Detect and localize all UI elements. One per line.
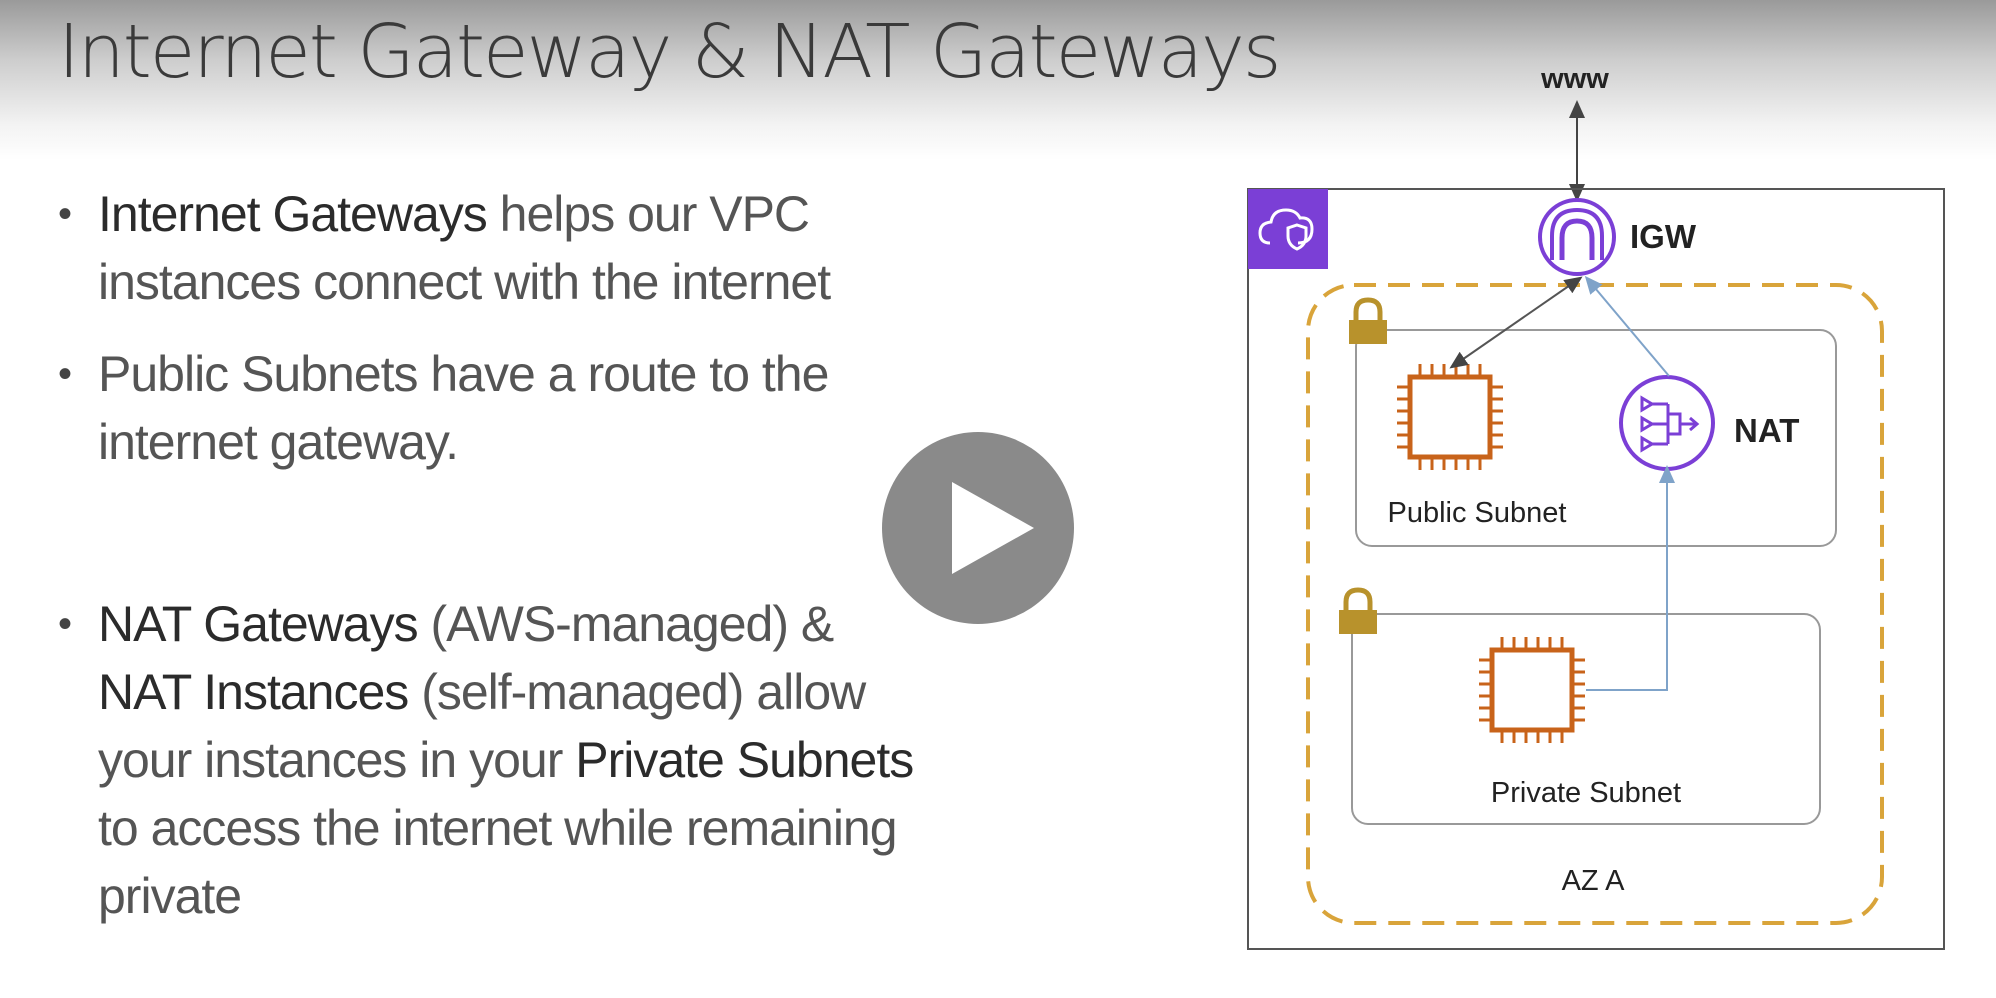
bullet-emphasis: NAT Gateways <box>98 596 419 652</box>
nat-igw-arrow <box>1584 275 1670 377</box>
vpc-boundary <box>1247 188 1945 950</box>
slide-title: Internet Gateway & NAT Gateways <box>58 9 1281 95</box>
private-subnet-box <box>1351 613 1821 825</box>
bullet-segment: internet gateway. <box>98 414 459 470</box>
bullet-segment: helps our VPC <box>486 186 810 242</box>
bullet-line: NAT Gateways (AWS-managed) & <box>98 590 1108 658</box>
igw-label: IGW <box>1630 218 1697 255</box>
padlock-icon <box>1349 297 1387 344</box>
bullet-emphasis: Internet Gateways <box>98 186 488 242</box>
bullet-emphasis: Private Subnets <box>575 732 914 788</box>
bullet-line: internet gateway. <box>98 408 1108 476</box>
bullet-segment: your instances in your <box>98 732 576 788</box>
bullet-line: Public Subnets have a route to the <box>98 340 1108 408</box>
az-label: AZ A <box>1562 865 1626 897</box>
ec2-chip-icon <box>1397 364 1503 470</box>
bullet-dot: • <box>58 192 72 236</box>
bullet-line: Internet Gateways helps our VPC <box>98 180 1108 248</box>
bullet-text: Internet Gateways helps our VPC instances… <box>98 180 1108 316</box>
bullet-public-subnets: • Public Subnets have a route to the inte… <box>56 340 1108 476</box>
bullet-nat-gateways: • NAT Gateways (AWS-managed) &NAT Instan… <box>56 590 1108 930</box>
bullet-segment: (self-managed) allow <box>408 664 866 720</box>
bullet-text: NAT Gateways (AWS-managed) &NAT Instance… <box>98 590 1108 930</box>
bullet-dot: • <box>58 352 72 396</box>
bullet-segment: (AWS-managed) & <box>417 596 834 652</box>
bullet-segment: instances connect with the internet <box>98 254 831 310</box>
public-subnet-box <box>1355 329 1837 547</box>
play-button[interactable] <box>882 432 1074 624</box>
ec2-chip-icon <box>1479 637 1585 743</box>
bullet-text: Public Subnets have a route to the intern… <box>98 340 1108 476</box>
www-label: www <box>1540 63 1609 95</box>
bullet-segment: to access the internet while remaining <box>98 800 898 856</box>
play-icon <box>952 482 1034 574</box>
bullet-line: private <box>98 862 1108 930</box>
az-boundary <box>1306 283 1884 925</box>
bullet-emphasis: NAT Instances <box>98 664 409 720</box>
bullet-line: NAT Instances (self-managed) allow <box>98 658 1108 726</box>
bullet-line: to access the internet while remaining <box>98 794 1108 862</box>
private-nat-arrow <box>1586 465 1675 691</box>
bullet-dot: • <box>58 602 72 646</box>
public-subnet-label: Public Subnet <box>1388 497 1567 529</box>
padlock-icon <box>1339 587 1377 634</box>
bullet-segment: Public Subnets have a route to the <box>98 346 829 402</box>
internet-gateway-icon <box>1538 198 1616 276</box>
bullet-segment: private <box>98 868 242 924</box>
bullet-line: your instances in your Private Subnets <box>98 726 1108 794</box>
vpc-cloud-icon <box>1248 189 1328 269</box>
bullet-line: instances connect with the internet <box>98 248 1108 316</box>
private-subnet-label: Private Subnet <box>1491 777 1681 809</box>
bullet-internet-gateways: • Internet Gateways helps our VPC instanc… <box>56 180 1108 316</box>
nat-gateway-icon <box>1619 375 1715 471</box>
nat-label: NAT <box>1734 412 1799 449</box>
igw-ec2-arrow <box>1449 276 1583 369</box>
